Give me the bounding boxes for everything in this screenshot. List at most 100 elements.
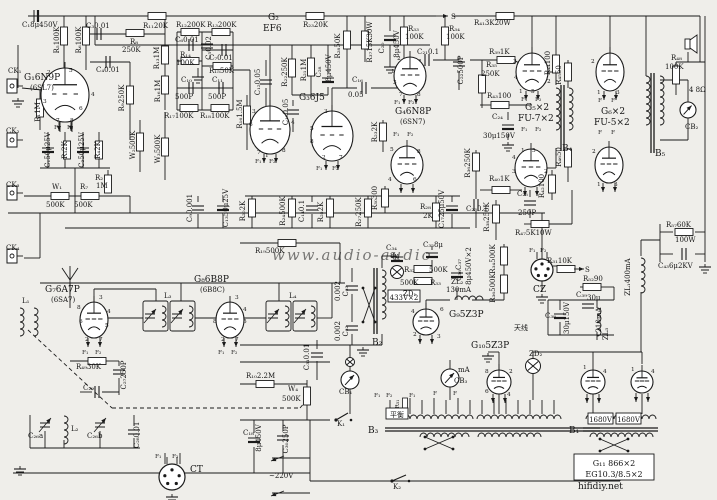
schematic-label: 8μ450V (325, 53, 333, 81)
schematic-label: R₃₇15K30W (366, 21, 374, 63)
schematic-label: F₂ (269, 159, 275, 165)
schematic-label: F₂ (67, 125, 73, 131)
schematic-label: F₂ (407, 132, 413, 138)
schematic-label: W₄ (288, 385, 298, 393)
schematic-label: C₃₉ (576, 291, 587, 299)
schematic-label: (6SN7) (400, 118, 426, 126)
schematic-label: C₇0.01 (209, 54, 233, 62)
schematic-label: 210mA (595, 307, 603, 333)
schematic-label: R₄₁3K20W (474, 19, 511, 27)
schematic-label: F (598, 98, 602, 104)
schematic-label: F₂ (231, 350, 237, 356)
boxed-label (615, 412, 642, 425)
schematic-label: 1M (96, 182, 108, 190)
schematic-label: 8 (417, 149, 421, 155)
schematic-label: 100W (675, 236, 696, 244)
schematic-label: 1 (631, 367, 635, 373)
schematic-label: 7 (257, 150, 261, 156)
schematic-label: F₂ (535, 97, 541, 103)
schematic-label: CK₁ (8, 67, 22, 75)
schematic-label: F (598, 130, 602, 136)
schematic-label: 2 (397, 56, 401, 62)
schematic-label: R₃₆500K (489, 272, 497, 302)
watermark-corner: hifidiy.net (578, 482, 623, 492)
schematic-label: 3 (513, 59, 517, 65)
schematic-label: C₃0.01 (86, 22, 110, 30)
schematic-label: F₂ (540, 248, 546, 254)
schematic-label: G₁6N9P (24, 73, 60, 83)
schematic-label: R₂₅2K (317, 201, 325, 222)
schematic-label: C₁₂0.05 (254, 69, 262, 96)
schematic-label: R₃₄ (449, 25, 460, 33)
schematic-label: C₁₇25μ50V (438, 189, 446, 228)
schematic-label: R₃₃ (430, 279, 441, 287)
schematic-label: CB₂ (685, 123, 699, 131)
schematic-label: R₁₆1M (154, 80, 162, 103)
schematic-label: G₆×2 (601, 107, 625, 117)
schematic-label: R₄₄100 (544, 51, 552, 75)
schematic-label: C₂₆a (28, 432, 43, 440)
schematic-label: 250P (518, 209, 536, 217)
schematic-label: R₁₃200K (207, 21, 237, 29)
schematic-label: R₄₉30K (76, 363, 102, 371)
schematic-label: R₅₇60K (666, 221, 692, 229)
watermark-center: www.audio-audio (272, 246, 433, 264)
schematic-label: G₄6N8P (395, 107, 431, 117)
schematic-label: F₂ (535, 127, 541, 133)
schematic-label: G₃6J5 (299, 93, 325, 103)
schematic-label: S (585, 266, 590, 274)
schematic-label: R₃₂ (404, 266, 415, 274)
schematic-label: 30μ150V (563, 301, 571, 334)
schematic-label: 3 (437, 334, 441, 340)
schematic-label: 250K (122, 46, 141, 54)
schematic-label: mA (458, 366, 471, 374)
schematic-label: 5 (243, 319, 247, 325)
schematic-label: C₆0.01 (175, 36, 199, 44)
schematic-label: 100K (665, 63, 684, 71)
schematic-label: F₂ (386, 393, 392, 399)
schematic-label: B₃ (368, 426, 379, 436)
schematic-label: 30μ (587, 294, 601, 302)
schematic-label: K₂ (393, 483, 401, 491)
schematic-label: K₁ (337, 420, 345, 428)
schematic-label: R₇ (80, 183, 88, 191)
schematic-label: 4 (651, 369, 655, 375)
schematic-label: R₄₈ (671, 54, 682, 62)
schematic-label: 8 (77, 305, 81, 311)
schematic-label: L₁ (22, 297, 30, 305)
schematic-label: 8μ450V (393, 29, 401, 57)
schematic-label: ZL₁400mA (624, 257, 632, 295)
schematic-label: 3 (324, 109, 328, 115)
schematic-label: 500K (400, 279, 419, 287)
schematic-label: C₁₆ (352, 76, 363, 84)
schematic-label: R₅100K (53, 26, 61, 53)
schematic-label: 7 (339, 155, 343, 161)
schematic-label: CB₃ (454, 377, 468, 385)
schematic-label: R₄₆50 (555, 147, 563, 167)
schematic-label: F₁ (521, 97, 527, 103)
schematic-label: B₁ (569, 426, 579, 436)
schematic-label: R₁₂200K (176, 21, 206, 29)
schematic-label: 1 (265, 153, 269, 159)
schematic-label: F₁ (394, 100, 400, 106)
schematic-label: C₄₃6μ2KV (658, 262, 694, 270)
schematic-label: F (611, 130, 615, 136)
boxed-label-text: 1680V (617, 416, 641, 424)
schematic-label: FU-7×2 (518, 114, 554, 124)
schematic-label: F (453, 391, 457, 397)
schematic-label: 2 (591, 59, 595, 65)
schematic-label: R₃₃ (408, 25, 419, 33)
schematic-label: R₂₂250K (281, 56, 289, 86)
schematic-label: CK₄ (6, 244, 20, 252)
schematic-label: 8 (310, 139, 314, 145)
boxed-label (387, 289, 421, 303)
schematic-label: R₄₂100 (538, 174, 546, 198)
schematic-label: 2 (47, 70, 51, 76)
schematic-label: 8μ450V×2 (465, 247, 473, 285)
schematic-label: 5 (310, 126, 314, 132)
schematic-label: C₂50μ25V (78, 131, 86, 168)
schematic-label: R₄₃100 (487, 92, 511, 100)
schematic-label: 天线 (514, 323, 528, 332)
schematic-label: F₁ (393, 132, 399, 138)
